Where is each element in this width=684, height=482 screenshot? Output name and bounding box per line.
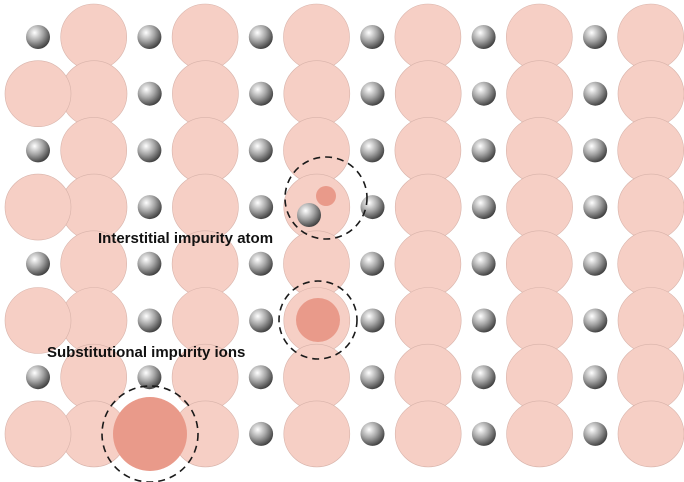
host-atom [583,138,607,163]
host-atom [26,251,50,276]
host-atom [583,421,608,446]
host-atom [583,308,608,333]
host-lattice [4,3,684,468]
host-atom [26,365,50,390]
host-atom [137,251,162,276]
host-atom [26,138,50,163]
host-ion [394,3,462,71]
host-atom [248,251,273,276]
host-ion [617,117,684,184]
host-atom [471,81,496,106]
host-ion [617,60,684,127]
host-atom [26,25,50,49]
host-atom [471,365,496,390]
substitutional-label: Substitutional impurity ions [47,344,245,361]
host-ion [506,60,573,127]
host-atom [360,365,385,390]
impurity-defects [101,156,368,482]
host-atom [137,81,162,106]
host-ion [60,3,127,71]
host-atom [360,308,385,333]
host-atom [248,138,273,163]
host-ion [394,230,462,298]
interstitial-highlight-ring [284,156,368,240]
host-ion [171,3,239,71]
substitutional-impurity-small [296,298,340,342]
host-atom [360,81,385,106]
host-ion [505,343,573,411]
host-atom [583,25,607,49]
host-atom [249,421,274,446]
host-atom [471,195,496,220]
substitutional-impurity-large [113,397,187,471]
host-atom [360,195,385,220]
host-ion [394,173,462,241]
host-atom [137,25,162,49]
host-atom [360,138,385,163]
host-atom [471,138,496,163]
host-ion [617,230,684,298]
host-atom [249,195,274,220]
host-ion [283,117,350,184]
host-ion [394,117,462,184]
host-atom [583,195,608,220]
host-atom [360,421,385,446]
host-ion [505,230,573,298]
host-ion [60,117,127,184]
host-ion [4,60,72,127]
host-atom [249,81,274,106]
host-atom [249,308,274,333]
host-atom [137,195,162,220]
host-atom [583,365,607,390]
host-ion [283,400,351,468]
host-ion [283,60,351,127]
host-ion [172,60,239,127]
host-ion [505,117,573,184]
host-ion [4,173,72,241]
host-atom [360,25,385,49]
host-ion [283,3,350,71]
host-ion [171,117,239,184]
host-atom [471,421,496,446]
host-atom [471,25,496,49]
host-atom [471,308,496,333]
substitutional-large-highlight-ring [101,385,199,482]
host-ion [505,3,573,71]
host-ion [617,400,684,468]
host-atom [137,138,162,163]
host-ion [394,400,462,468]
host-ion [283,343,350,411]
host-ion [394,287,462,354]
host-ion [506,400,573,468]
host-ion [394,60,462,127]
host-ion [394,343,462,411]
interstitial-impurity-atom [316,186,336,206]
host-atom [137,365,162,390]
host-atom [360,251,385,276]
host-atom [248,365,273,390]
host-ion [617,3,684,71]
host-ion [617,287,684,354]
host-atom [583,251,607,276]
host-ion [4,400,72,468]
host-ion [617,173,684,241]
host-ion [506,173,573,241]
host-atom [471,251,496,276]
displaced-host-atom [297,203,321,227]
host-ion [506,287,573,354]
host-atom [583,81,608,106]
host-atom [248,25,273,49]
host-ion [617,343,684,411]
substitutional-small-highlight-ring [278,280,358,360]
interstitial-label: Interstitial impurity atom [98,230,273,247]
host-ion [4,287,72,354]
host-atom [137,308,162,333]
